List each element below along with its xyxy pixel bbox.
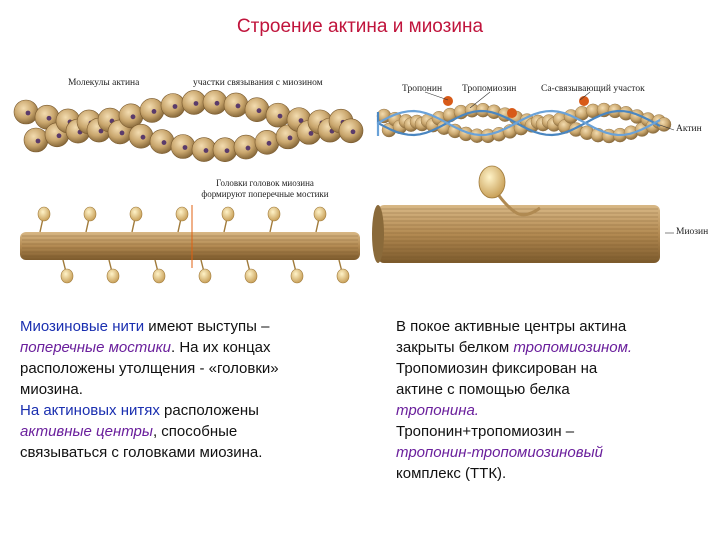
binding-site-dot xyxy=(119,130,125,136)
binding-site-dot xyxy=(214,100,220,106)
left-text-line2: поперечные мостики. На их концах xyxy=(20,337,370,358)
binding-site-dot xyxy=(350,129,356,135)
myosin-head xyxy=(244,268,258,284)
label-ca-binding-site: Са-связывающий участок xyxy=(541,84,645,94)
binding-site-dot xyxy=(298,118,304,124)
label-myosin: Миозин xyxy=(676,227,709,237)
myosin-head xyxy=(175,206,189,222)
term-cross-bridges: поперечные мостики xyxy=(20,339,171,356)
label-actin: Актин xyxy=(676,124,702,134)
right-text-line6: Тропонин+тропомиозин – xyxy=(396,423,575,440)
binding-site-dot xyxy=(98,128,104,134)
binding-site-dot xyxy=(56,133,62,139)
label-myosin-heads-line2: формируют поперечные мостики xyxy=(201,189,329,199)
term-actin-filaments: На актиновых нитях xyxy=(20,402,160,419)
binding-site-dot xyxy=(140,134,146,140)
binding-site-dot xyxy=(203,148,209,153)
myosin-head xyxy=(106,268,120,284)
page-title: Строение актина и миозина xyxy=(236,16,484,37)
term-tropomyosin: тропомиозином. xyxy=(513,339,633,356)
binding-site-dot xyxy=(130,114,136,120)
myosin-head xyxy=(152,268,166,284)
binding-site-dot xyxy=(25,110,31,116)
term-myosin-filaments: Миозиновые нити xyxy=(20,318,145,335)
left-text-line4: миозина. xyxy=(20,381,83,398)
myosin-head xyxy=(313,206,327,222)
right-text-line2: закрыты белком тропомиозином. xyxy=(396,337,716,358)
myosin-head xyxy=(129,206,143,222)
label-binding-sites: участки связывания с миозином xyxy=(193,78,323,88)
myosin-head xyxy=(198,268,212,284)
label-troponin: Тропонин xyxy=(402,84,443,94)
text: имеют выступы – xyxy=(144,318,270,335)
thin-filament-illustration xyxy=(376,102,672,144)
binding-site-dot xyxy=(172,104,178,109)
binding-site-dot xyxy=(235,103,241,109)
left-text-line1: Миозиновые нити имеют выступы – xyxy=(20,316,370,337)
binding-site-dot xyxy=(46,115,52,121)
myosin-head xyxy=(221,206,235,222)
label-tropomyosin: Тропомиозин xyxy=(462,84,517,94)
myosin-head xyxy=(290,268,304,284)
text: , способные xyxy=(152,423,238,440)
label-actin-molecules: Молекулы актина xyxy=(68,78,140,88)
myosin-head xyxy=(83,206,97,222)
binding-site-dot xyxy=(245,145,251,151)
binding-site-dot xyxy=(277,113,283,119)
binding-site-dot xyxy=(193,101,199,106)
text: . На их концах xyxy=(171,339,271,356)
actin-filament-illustration xyxy=(13,89,364,163)
term-troponin: тропонина. xyxy=(396,402,479,419)
label-myosin-heads-line1: Головки головок миозина xyxy=(216,178,314,188)
tropomyosin-strand xyxy=(376,109,661,137)
left-text-line6: активные центры, способные xyxy=(20,421,370,442)
myosin-head xyxy=(60,268,74,284)
left-text-line7: связываться с головками миозина. xyxy=(20,444,263,461)
term-ttk: тропонин-тропомиозиновый xyxy=(396,444,603,461)
right-text-line3: Тропомиозин фиксирован на xyxy=(396,360,598,377)
myosin-head xyxy=(336,268,350,284)
myosin-head xyxy=(37,206,51,222)
left-text-line5: На актиновых нитях расположены xyxy=(20,400,370,421)
troponin-markers xyxy=(443,96,589,118)
binding-site-dot xyxy=(308,130,314,136)
term-active-centers: активные центры xyxy=(20,423,153,440)
right-text-line4: актине с помощью белка xyxy=(396,381,570,398)
right-text-line8: комплекс (ТТК). xyxy=(396,465,507,482)
binding-site-dot xyxy=(256,108,262,114)
binding-site-dot xyxy=(287,135,293,141)
myosin-bundle-illustration xyxy=(372,165,660,263)
binding-site-dot xyxy=(161,140,167,145)
binding-site-dot xyxy=(151,109,157,114)
binding-site-dot xyxy=(224,148,230,154)
text: закрыты белком xyxy=(396,339,514,356)
binding-site-dot xyxy=(266,140,272,146)
myosin-head xyxy=(267,206,281,222)
left-text-line3: расположены утолщения - «головки» xyxy=(20,360,279,377)
binding-site-dot xyxy=(182,145,188,150)
myosin-filament-illustration xyxy=(20,205,360,284)
left-text-block: Миозиновые нити имеют выступы – поперечн… xyxy=(20,316,370,463)
text: расположены xyxy=(159,402,259,419)
right-text-block: В покое активные центры актина закрыты б… xyxy=(396,316,716,484)
binding-site-dot xyxy=(35,138,41,144)
right-text-line1: В покое активные центры актина xyxy=(396,318,627,335)
label-myosin-heads: Головки головок миозина формируют попере… xyxy=(180,178,350,200)
